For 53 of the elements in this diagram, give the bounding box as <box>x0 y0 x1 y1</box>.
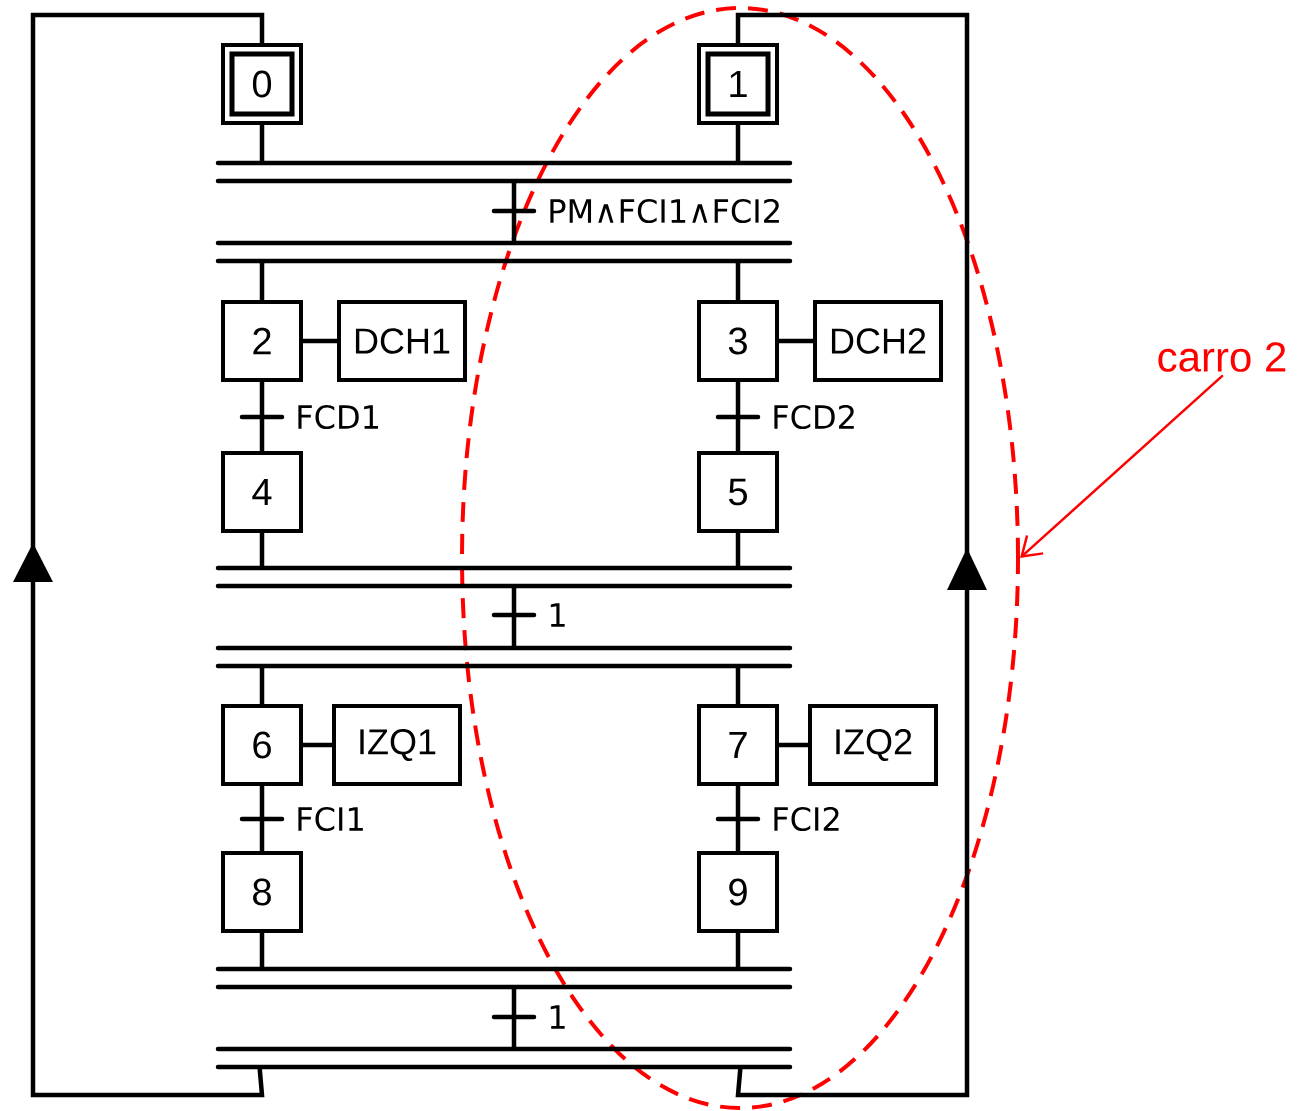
connector-line <box>735 530 741 568</box>
return-arrow <box>13 12 265 1098</box>
transition-label: 1 <box>546 602 569 628</box>
initial-step-box: 0 <box>221 43 303 125</box>
initial-step-box: 1 <box>697 43 779 125</box>
step-box: 5 <box>697 451 779 533</box>
transition-label: FCD2 <box>770 403 858 431</box>
connector-line <box>300 338 340 344</box>
connector-line <box>259 930 265 969</box>
connector-line <box>735 666 741 707</box>
step-box: 7 <box>697 704 779 786</box>
action-box: IZQ1 <box>332 704 462 786</box>
connector-line <box>776 742 811 748</box>
step-box: 9 <box>697 851 779 933</box>
action-box: DCH1 <box>337 300 467 382</box>
connector-line <box>259 530 265 568</box>
synchronization-bar <box>215 160 793 184</box>
step-box: 2 <box>221 300 303 382</box>
connector-line <box>511 181 517 243</box>
synchronization-bar <box>215 645 793 669</box>
connector-line <box>259 783 265 854</box>
connector-line <box>300 742 335 748</box>
step-box: 4 <box>221 451 303 533</box>
connector-line <box>735 379 741 454</box>
transition-label: FCI2 <box>770 805 843 833</box>
leader-arrow <box>1020 374 1224 558</box>
transition-label: PM∧FCI1∧FCI2 <box>546 197 784 225</box>
action-box: IZQ2 <box>808 704 938 786</box>
synchronization-bar <box>215 1046 793 1070</box>
synchronization-bar <box>215 240 793 264</box>
synchronization-bar <box>215 565 793 589</box>
connector-line <box>776 338 816 344</box>
connector-line <box>511 987 517 1049</box>
transition-label: FCI1 <box>294 805 367 833</box>
connector-line <box>259 122 265 163</box>
connector-line <box>259 666 265 707</box>
connector-line <box>735 261 741 303</box>
return-arrow <box>735 12 987 1098</box>
step-box: 8 <box>221 851 303 933</box>
transition-label: 1 <box>546 1004 569 1030</box>
transition-label: FCD1 <box>294 403 382 431</box>
connector-line <box>259 379 265 454</box>
synchronization-bar <box>215 966 793 990</box>
connector-line <box>735 122 741 163</box>
step-box: 3 <box>697 300 779 382</box>
connector-line <box>259 261 265 303</box>
step-box: 6 <box>221 704 303 786</box>
dashed-ellipse <box>460 6 1020 1110</box>
connector-line <box>735 930 741 969</box>
connector-line <box>735 783 741 854</box>
connector-line <box>511 586 517 648</box>
action-box: DCH2 <box>813 300 943 382</box>
annotation-text: carro 2 <box>1158 342 1286 372</box>
